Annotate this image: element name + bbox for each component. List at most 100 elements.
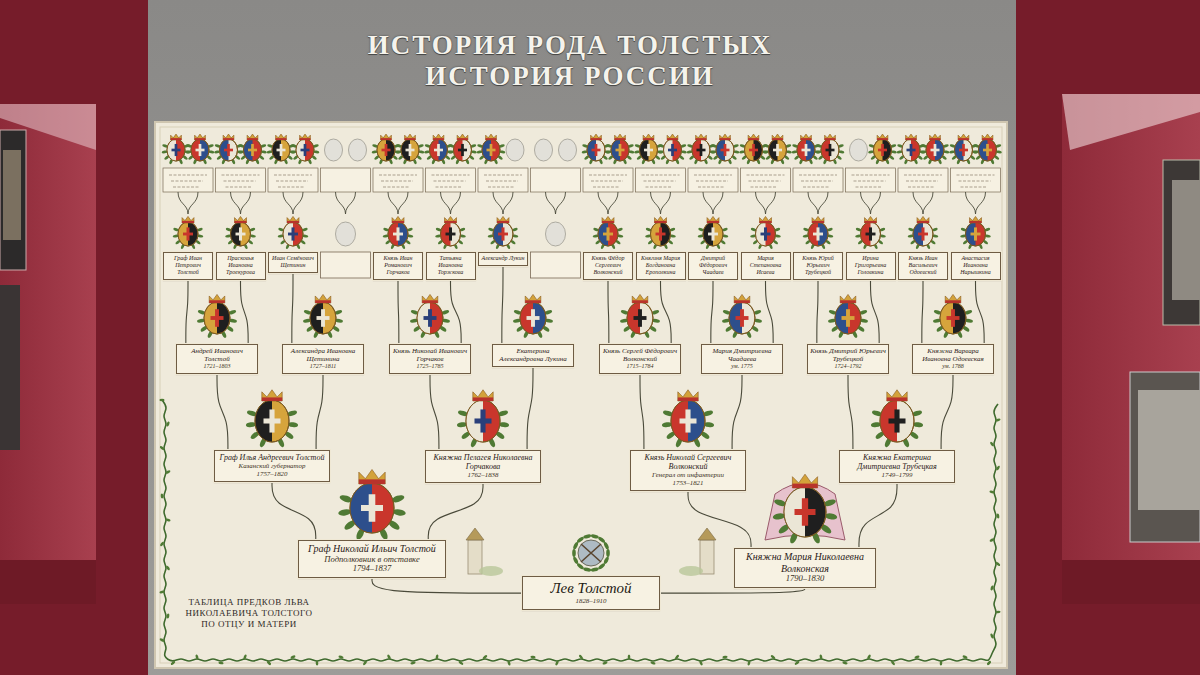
- crown: [195, 134, 206, 140]
- faded-handwriting: [226, 187, 252, 188]
- lineage-line: [178, 192, 198, 214]
- crown: [801, 134, 812, 140]
- ancestor-title: Генерал от инфантерии: [633, 471, 743, 479]
- crown: [917, 216, 929, 223]
- coat-of-arms: [907, 216, 938, 249]
- faded-handwriting: [959, 181, 991, 182]
- shield-rim: [955, 139, 973, 161]
- lineage-line: [336, 192, 356, 214]
- ancestor-cartouche: Мария Степановна Исаева: [741, 252, 791, 280]
- shield-rim: [821, 139, 839, 161]
- crown: [315, 294, 331, 303]
- crown-band: [825, 138, 836, 140]
- vine-leaf: [166, 613, 169, 619]
- vine-leaf: [266, 660, 272, 666]
- coat-of-arms: [763, 134, 792, 165]
- lineage-line: [817, 280, 818, 344]
- shield-charge: [382, 149, 391, 152]
- shield-rim: [671, 400, 705, 442]
- crown: [906, 134, 917, 140]
- ancestor-cartouche: Княжна Пелагея Николаевна Горчакова1762–…: [425, 450, 541, 483]
- showcase-base: [0, 560, 96, 604]
- life-dates: ум. 1775: [704, 363, 780, 370]
- shield-charge: [434, 149, 443, 152]
- ancestor-cartouche: Мария Дмитриевна Чаадаеваум. 1775: [701, 344, 783, 374]
- crown: [887, 390, 907, 401]
- laurel-leaf: [590, 567, 599, 572]
- shield-charge: [487, 149, 496, 152]
- vine-leaf: [989, 538, 995, 543]
- shield-charge: [697, 149, 706, 152]
- shield-rim: [167, 139, 185, 161]
- ancestor-cartouche: Анастасия Ивановна Нарышкина: [951, 252, 1001, 280]
- shield-rim: [627, 302, 653, 334]
- crown: [381, 134, 392, 140]
- lineage-line: [493, 192, 513, 214]
- faded-handwriting: [173, 187, 199, 188]
- faded-handwriting: [961, 187, 987, 188]
- shield-charge: [616, 149, 625, 152]
- exhibit-frame: [0, 130, 26, 270]
- crown: [591, 134, 602, 140]
- lineage-line: [976, 280, 985, 344]
- crown: [655, 216, 667, 223]
- crown: [720, 134, 731, 140]
- life-dates: 1724–1792: [810, 363, 886, 370]
- vine-leaf: [962, 655, 968, 659]
- faded-handwriting: [906, 181, 938, 182]
- shield-rim: [703, 222, 723, 246]
- crown-band: [772, 138, 783, 140]
- lineage-line: [661, 280, 672, 344]
- crown-band: [525, 300, 541, 303]
- vine-leaf: [989, 490, 995, 494]
- coat-of-arms: [349, 139, 367, 161]
- crown: [445, 216, 457, 223]
- coat-of-arms: [535, 139, 553, 161]
- coat-of-arms: [457, 390, 510, 448]
- coat-of-arms: [238, 134, 267, 165]
- crown-band: [734, 300, 750, 303]
- blank-cartouche: [688, 168, 738, 192]
- crown: [235, 216, 247, 223]
- crown-band: [300, 138, 311, 140]
- vine-leaf: [458, 660, 464, 665]
- lineage-line: [861, 192, 881, 214]
- shield: [627, 302, 653, 334]
- crossed-quills: [581, 544, 601, 562]
- shield-charge: [983, 149, 992, 152]
- shield-rim: [388, 222, 408, 246]
- shield-rim: [283, 222, 303, 246]
- exhibit-frame: [1163, 160, 1200, 325]
- shield: [310, 302, 336, 334]
- coat-of-arms: [960, 216, 991, 249]
- shield-charge: [656, 233, 666, 236]
- shield-charge: [907, 149, 916, 152]
- crown-band: [223, 138, 234, 140]
- laurel-leaf: [590, 534, 599, 539]
- crown: [792, 474, 817, 488]
- vine-leaf: [387, 654, 392, 660]
- shield-charge: [224, 149, 233, 152]
- shield-charge: [795, 509, 816, 515]
- shield-charge: [931, 149, 940, 152]
- shield-rim: [454, 139, 472, 161]
- crown-band: [315, 300, 331, 303]
- life-dates: 1794–1837: [301, 564, 443, 574]
- shield: [204, 302, 230, 334]
- lineage-line: [756, 192, 776, 214]
- vine-leaf: [159, 590, 165, 594]
- vine-leaf: [986, 660, 992, 666]
- blank-cartouche: [268, 168, 318, 192]
- shield: [955, 139, 973, 161]
- showcase-light: [1062, 94, 1200, 150]
- vine-leaf: [338, 655, 344, 659]
- shield-rim: [430, 139, 448, 161]
- shield: [880, 400, 914, 442]
- crown-band: [381, 138, 392, 140]
- vine-leaf: [794, 660, 800, 665]
- faded-handwriting: [856, 187, 882, 188]
- shield: [664, 139, 682, 161]
- faded-handwriting: [646, 187, 672, 188]
- crown: [643, 134, 654, 140]
- coat-of-arms: [855, 216, 886, 249]
